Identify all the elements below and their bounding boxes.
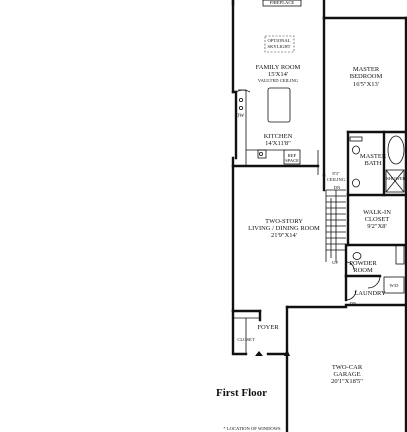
- label-master-bedroom-size: 16'5"X13': [353, 81, 379, 88]
- label-ceiling-height: 8'3": [332, 171, 339, 176]
- label-family-room: FAMILY ROOM: [256, 64, 301, 71]
- label-fireplace: FIREPLACE: [270, 0, 295, 5]
- label-up: UP: [332, 260, 338, 265]
- label-master-bedroom-2: BEDROOM: [350, 73, 383, 80]
- stairs: [325, 189, 346, 262]
- skylight-box: [264, 35, 295, 53]
- labels: FIREPLACE OPTIONAL SKYLIGHT FAMILY ROOM …: [216, 0, 407, 431]
- interior-walls: [231, 130, 407, 432]
- label-living-1: TWO-STORY: [265, 218, 303, 225]
- plan-title: First Floor: [216, 387, 267, 399]
- label-garage-2: GARAGE: [333, 371, 360, 378]
- label-master-bath-2: BATH: [365, 160, 382, 167]
- label-kitchen-size: 14'X11'8": [265, 140, 291, 147]
- label-skylight-2: SKYLIGHT: [268, 44, 291, 49]
- powder-room-fixtures: [352, 244, 405, 265]
- label-foyer: FOYER: [257, 324, 279, 331]
- fireplace-box: [262, 0, 302, 7]
- label-shower: SHOWER: [386, 176, 406, 181]
- label-master-bath-1: MASTER: [360, 153, 387, 160]
- label-garage-size: 20'1"X18'5": [331, 378, 363, 385]
- label-laundry: LAUNDRY: [354, 290, 386, 297]
- label-powder-2: ROOM: [353, 267, 373, 274]
- laundry-fixtures: [383, 276, 405, 294]
- label-walkin-2: CLOSET: [365, 216, 390, 223]
- label-closet: CLOSET: [237, 337, 255, 342]
- label-living-size: 21'9"X14': [271, 232, 297, 239]
- label-walkin-size: 9'2"X8': [367, 223, 386, 230]
- label-wd: W/D: [390, 283, 400, 288]
- master-bath-fixtures: [349, 135, 405, 193]
- label-walkin-1: WALK-IN: [363, 209, 391, 216]
- label-family-room-ceiling: VAULTED CEILING: [258, 78, 299, 83]
- footnote: * LOCATION OF WINDOWS: [223, 426, 281, 431]
- label-living-2: LIVING / DINING ROOM: [248, 225, 320, 232]
- label-ceiling: CEILING: [327, 177, 346, 182]
- label-master-bedroom-1: MASTER: [353, 66, 380, 73]
- label-dn: DN: [334, 185, 341, 190]
- label-kitchen: KITCHEN: [264, 133, 293, 140]
- door-arcs: [235, 89, 381, 301]
- label-skylight-1: OPTIONAL: [268, 38, 291, 43]
- entry-arrow: [255, 349, 290, 356]
- kitchen-island: [267, 87, 291, 123]
- label-dw: DW: [236, 113, 245, 119]
- label-dn-2: DN: [350, 301, 357, 306]
- exterior-walls: [231, 0, 407, 356]
- label-powder-1: POWDER: [349, 260, 377, 267]
- label-ref: REF: [288, 153, 297, 158]
- label-garage-1: TWO-CAR: [332, 364, 363, 371]
- label-space: SPACE: [285, 158, 299, 163]
- label-family-room-size: 15'X14': [268, 71, 288, 78]
